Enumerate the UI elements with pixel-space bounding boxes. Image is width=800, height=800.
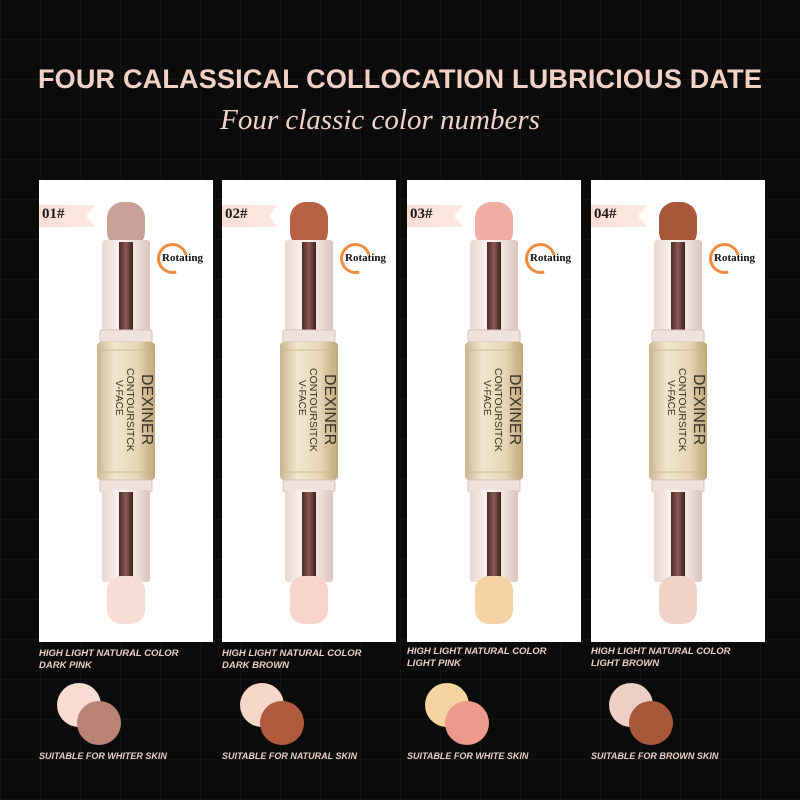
rotating-badge: Rotating xyxy=(703,237,765,280)
product-name: CONTOURSITCK xyxy=(307,368,319,452)
bottom-balm xyxy=(290,576,328,624)
product-variant: V-FACE xyxy=(481,380,492,416)
page-headline: FOUR CALASSICAL COLLOCATION LUBRICIOUS D… xyxy=(37,64,763,94)
product-variant: V-FACE xyxy=(665,380,676,416)
bottom-balm xyxy=(107,576,145,624)
shade-description-line1: HIGH LIGHT NATURAL COLOR xyxy=(407,646,547,657)
top-balm xyxy=(475,202,513,248)
gold-band xyxy=(280,342,338,480)
shade-number: 02# xyxy=(225,206,248,222)
brand-name: DEXINER xyxy=(506,374,523,445)
shade-number-tag: 02# xyxy=(222,205,278,227)
swatch-dark xyxy=(629,701,673,745)
rotating-label: Rotating xyxy=(530,252,571,264)
skin-suitability: SUITABLE FOR WHITE SKIN xyxy=(407,751,529,761)
shade-description-line2: DARK PINK xyxy=(39,660,92,671)
rotating-label: Rotating xyxy=(162,252,203,264)
shade-number-tag: 03# xyxy=(407,205,463,227)
shade-description-line1: HIGH LIGHT NATURAL COLOR xyxy=(39,648,179,659)
product-variant: V-FACE xyxy=(113,380,124,416)
rotating-badge: Rotating xyxy=(151,237,213,280)
shade-number-tag: 04# xyxy=(591,205,647,227)
bottom-balm xyxy=(659,576,697,624)
product-name: CONTOURSITCK xyxy=(492,368,504,452)
shade-description-line1: HIGH LIGHT NATURAL COLOR xyxy=(222,648,362,659)
gold-band xyxy=(649,342,707,480)
shade-number: 01# xyxy=(42,206,65,222)
page-subheadline: Four classic color numbers xyxy=(220,104,540,136)
brand-name: DEXINER xyxy=(690,374,707,445)
shade-description-line2: LIGHT PINK xyxy=(407,658,461,669)
top-balm xyxy=(659,202,697,248)
shade-description-line2: LIGHT BROWN xyxy=(591,658,660,669)
skin-suitability: SUITABLE FOR WHITER SKIN xyxy=(39,751,167,761)
shade-number: 03# xyxy=(410,206,433,222)
rotating-badge: Rotating xyxy=(334,237,396,280)
skin-suitability: SUITABLE FOR NATURAL SKIN xyxy=(222,751,357,761)
product-variant: V-FACE xyxy=(296,380,307,416)
product-name: CONTOURSITCK xyxy=(676,368,688,452)
bottom-balm xyxy=(475,576,513,624)
shade-description-line1: HIGH LIGHT NATURAL COLOR xyxy=(591,646,731,657)
swatch-dark xyxy=(77,701,121,745)
shade-description-line2: DARK BROWN xyxy=(222,660,290,671)
product-name: CONTOURSITCK xyxy=(124,368,136,452)
shade-number: 04# xyxy=(594,206,617,222)
brand-name: DEXINER xyxy=(138,374,155,445)
gold-band xyxy=(465,342,523,480)
skin-suitability: SUITABLE FOR BROWN SKIN xyxy=(591,751,719,761)
rotating-label: Rotating xyxy=(714,252,755,264)
rotating-label: Rotating xyxy=(345,252,386,264)
swatch-dark xyxy=(260,701,304,745)
gold-band xyxy=(97,342,155,480)
swatch-dark xyxy=(445,701,489,745)
brand-name: DEXINER xyxy=(321,374,338,445)
rotating-badge: Rotating xyxy=(519,237,581,280)
shade-number-tag: 01# xyxy=(39,205,95,227)
top-balm xyxy=(107,202,145,248)
top-balm xyxy=(290,202,328,248)
